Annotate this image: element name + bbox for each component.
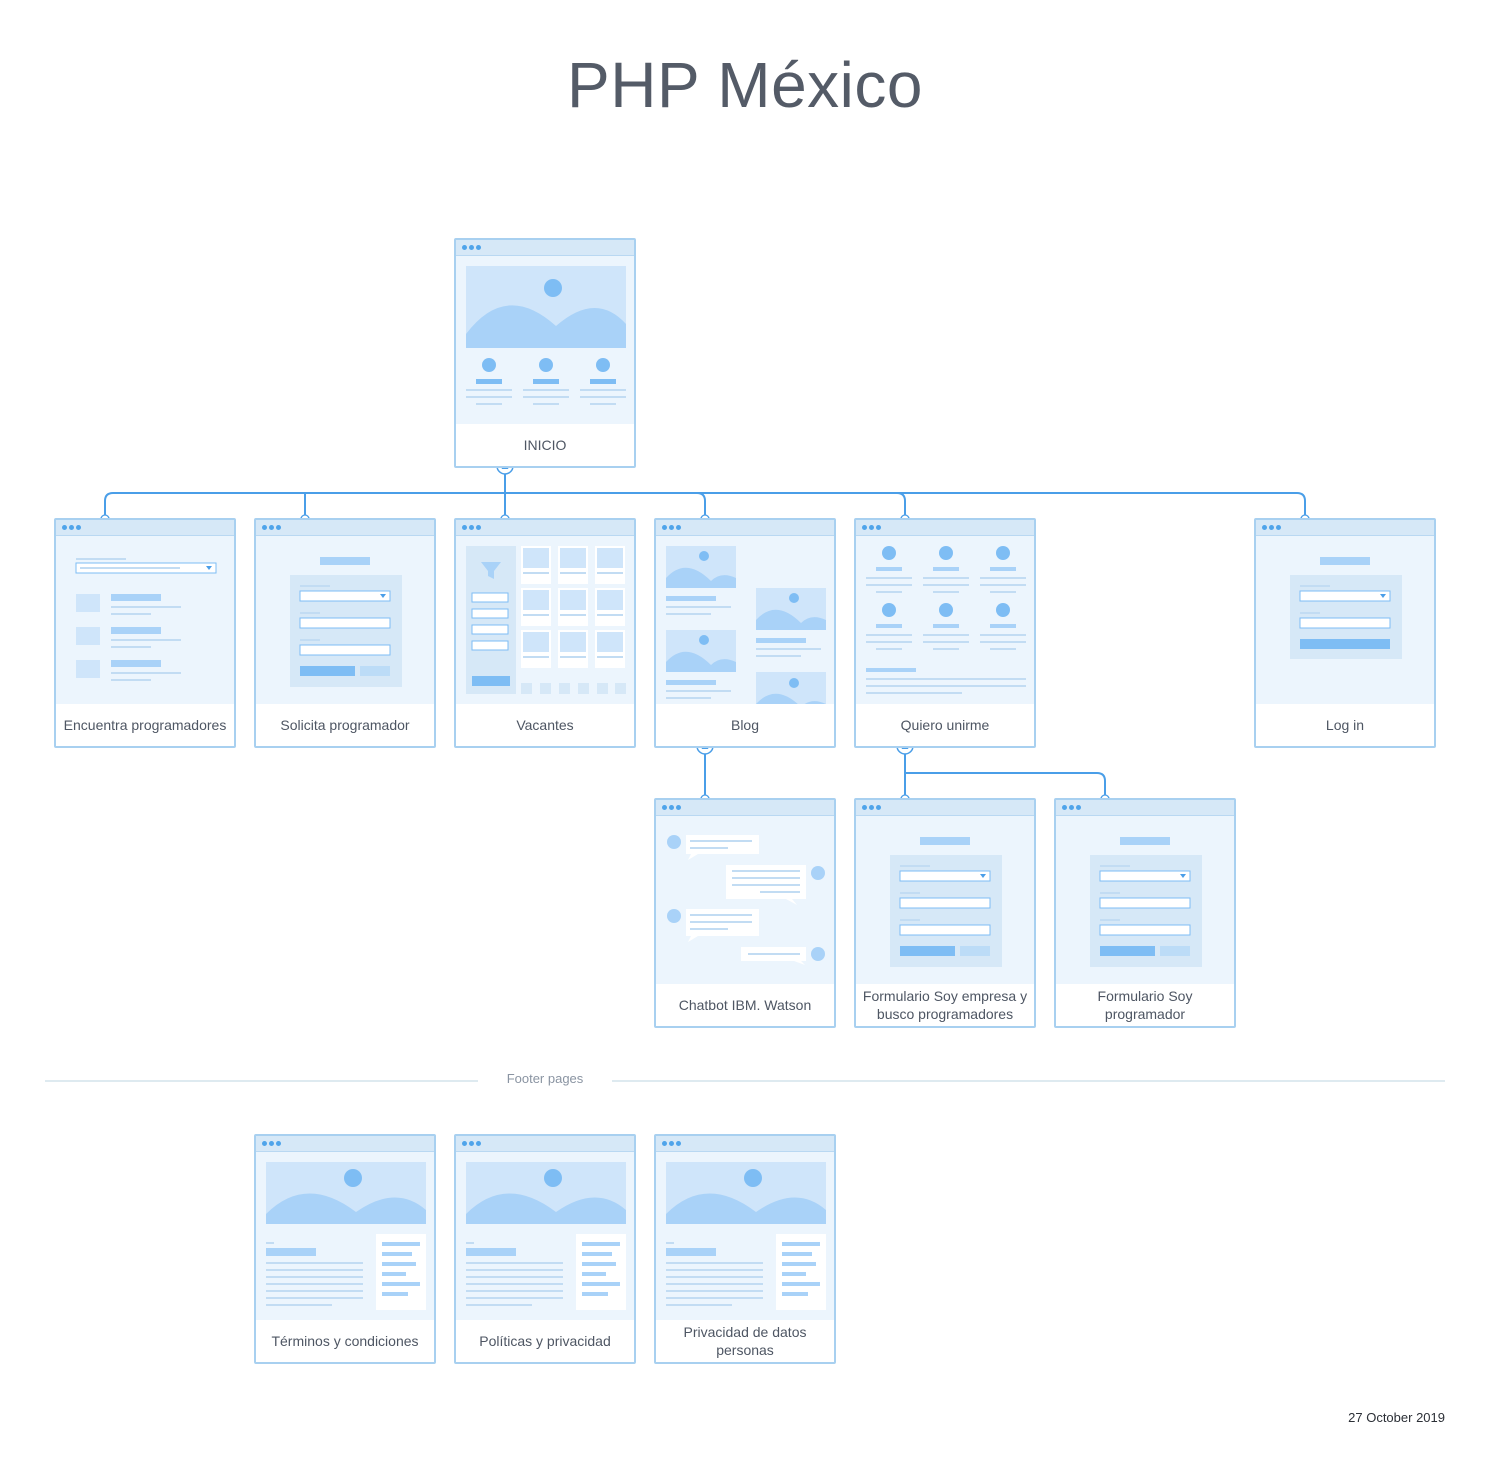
- grid-filter-wireframe: [466, 546, 626, 694]
- features-wireframe: [866, 546, 1026, 694]
- page-card-politicas[interactable]: Políticas y privacidad: [454, 1134, 636, 1364]
- form-wireframe: [1090, 837, 1202, 967]
- page-card-chatbot[interactable]: Chatbot IBM. Watson: [654, 798, 836, 1028]
- form-wireframe: [290, 557, 402, 687]
- date-stamp: 27 October 2019: [1348, 1410, 1445, 1425]
- chat-wireframe: [667, 835, 825, 965]
- page-card-encuentra-programadores[interactable]: Encuentra programadores: [54, 518, 236, 748]
- page-card-vacantes[interactable]: Vacantes: [454, 518, 636, 748]
- page-card-privacidad[interactable]: Privacidad de datos personas: [654, 1134, 836, 1364]
- page-label: Formulario Soy programador: [1097, 988, 1193, 1022]
- page-card-quiero-unirme[interactable]: Quiero unirme: [854, 518, 1036, 748]
- page-label: Chatbot IBM. Watson: [678, 997, 812, 1013]
- form-wireframe: [890, 837, 1002, 967]
- diagram-title: PHP México: [567, 49, 923, 121]
- page-label: Solicita programador: [280, 717, 410, 733]
- page-label: Blog: [730, 717, 760, 733]
- page-card-blog[interactable]: Blog: [654, 518, 836, 748]
- article-wireframe: [466, 1162, 626, 1310]
- blog-wireframe: [666, 546, 826, 704]
- page-label: Encuentra programadores: [63, 717, 227, 733]
- page-label: Términos y condiciones: [271, 1333, 419, 1349]
- search-list-wireframe: [75, 558, 217, 681]
- login-wireframe: [1290, 557, 1402, 659]
- page-card-inicio[interactable]: INICIO: [454, 238, 636, 468]
- article-wireframe: [266, 1162, 426, 1310]
- page-card-solicita-programador[interactable]: Solicita programador: [254, 518, 436, 748]
- page-card-form-programador[interactable]: Formulario Soy programador: [1054, 798, 1236, 1028]
- page-label: Políticas y privacidad: [479, 1333, 611, 1349]
- page-label: Privacidad de datos personas: [683, 1324, 807, 1358]
- page-label: INICIO: [523, 437, 567, 453]
- page-card-terminos[interactable]: Términos y condiciones: [254, 1134, 436, 1364]
- page-label: Quiero unirme: [900, 717, 990, 733]
- page-label: Log in: [1325, 717, 1365, 733]
- page-card-log-in[interactable]: Log in: [1254, 518, 1436, 748]
- article-wireframe: [666, 1162, 826, 1310]
- page-label: Formulario Soy empresa y busco programad…: [862, 988, 1028, 1022]
- page-card-form-empresa[interactable]: Formulario Soy empresa y busco programad…: [854, 798, 1036, 1028]
- page-label: Vacantes: [516, 717, 574, 733]
- landing-wireframe: [466, 266, 626, 405]
- footer-pages-label: Footer pages: [506, 1071, 584, 1086]
